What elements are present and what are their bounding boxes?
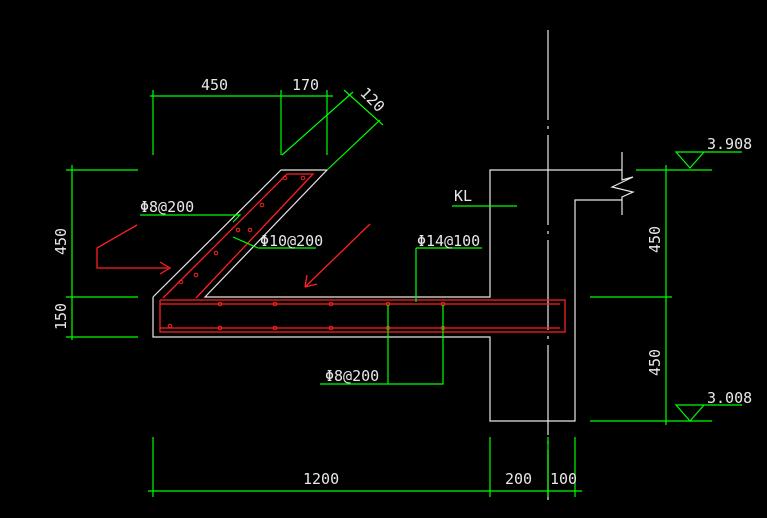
text-labels: 450 170 120 450 150 450 450 1200 200 100… — [52, 76, 752, 488]
leader-phi10 — [232, 236, 316, 249]
rebar-dot — [328, 325, 334, 331]
dim-label-top-450: 450 — [201, 76, 228, 94]
rebar-label-phi8-upper: Φ8@200 — [140, 198, 194, 216]
rebar-dot — [235, 227, 241, 233]
slab-bottom-outline — [152, 199, 622, 422]
rebar-dot — [272, 325, 278, 331]
elevation-marker-top — [674, 151, 742, 169]
rebar-dot — [247, 227, 253, 233]
rebar-arrow-left — [159, 261, 172, 275]
dim-label-top-120: 120 — [356, 84, 388, 116]
rebar-dot — [217, 325, 223, 331]
leader-phi8-upper — [140, 214, 242, 223]
dim-label-left-450: 450 — [52, 228, 70, 255]
sloped-member-rebar-outer — [159, 299, 566, 333]
rebar-hook-left — [96, 224, 168, 269]
elevation-label-top: 3.908 — [707, 135, 752, 153]
rebar-label-phi14: Φ14@100 — [417, 232, 480, 250]
leader-phi8-lower — [320, 305, 444, 385]
dim-diag-line — [343, 89, 384, 126]
dim-label-bottom-1200: 1200 — [303, 470, 339, 488]
dim-label-right-450-upper: 450 — [646, 226, 664, 253]
rebar-dot — [259, 202, 265, 208]
concrete-outline — [152, 152, 635, 422]
rebar-label-phi10: Φ10@200 — [260, 232, 323, 250]
slab-rebar-bottom — [160, 303, 560, 329]
dimension-lines — [66, 89, 742, 497]
dim-label-top-170: 170 — [292, 76, 319, 94]
dim-label-right-450-lower: 450 — [646, 349, 664, 376]
rebar-dot — [178, 279, 184, 285]
rebar-label-phi8-lower: Φ8@200 — [325, 367, 379, 385]
dim-label-bottom-100: 100 — [550, 470, 577, 488]
beam-label-kl: KL — [454, 187, 472, 205]
rebar-dot — [282, 175, 288, 181]
dim-diag-ext-1 — [281, 91, 354, 156]
sloped-member-rebar-inner — [162, 173, 315, 299]
rebar-diagonal-right-tip — [304, 274, 318, 288]
rebar-dot — [328, 301, 334, 307]
rebar-dot — [217, 301, 223, 307]
slab-and-sloped-member-outline — [152, 169, 622, 298]
rebar-dot — [167, 323, 173, 329]
rebar-dot — [213, 250, 219, 256]
dim-label-bottom-200: 200 — [505, 470, 532, 488]
rebar-diagonal-right — [304, 223, 371, 288]
dim-diag-ext-2 — [326, 119, 381, 171]
elevation-marker-bottom — [674, 404, 742, 422]
rebar-dot — [272, 301, 278, 307]
elevation-label-bottom: 3.008 — [707, 389, 752, 407]
break-line-symbol — [610, 152, 635, 215]
rebar-dot — [300, 175, 306, 181]
leader-phi14 — [415, 247, 482, 302]
rebar-dot — [193, 272, 199, 278]
dim-label-left-150: 150 — [52, 303, 70, 330]
